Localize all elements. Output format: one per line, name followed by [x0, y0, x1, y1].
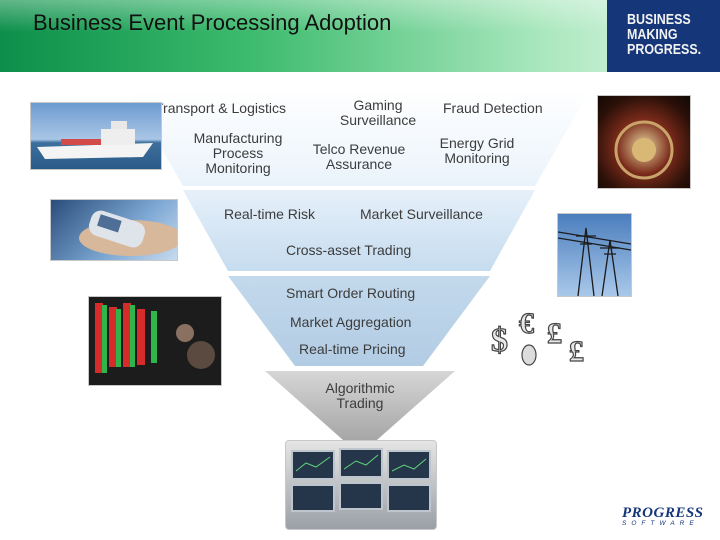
progress-logo-name: PROGRESS [622, 505, 704, 521]
label-smart-order: Smart Order Routing [286, 285, 416, 301]
funnel-tier-3 [228, 276, 490, 366]
label-risk: Real-time Risk [224, 206, 316, 222]
funnel-tier-4 [265, 371, 455, 455]
brand-line-3: PROGRESS. [627, 42, 702, 58]
svg-text:£: £ [569, 335, 584, 368]
power-lines-photo [557, 213, 632, 297]
label-manufacturing: Manufacturing Process Monitoring [193, 130, 283, 176]
label-market-surveillance: Market Surveillance [360, 206, 483, 222]
label-transport: Transport & Logistics [155, 100, 286, 116]
currency-symbols-graphic: $ € £ £ [489, 303, 599, 373]
progress-software-logo: PROGRESS SOFTWARE [622, 505, 704, 527]
brand-line-2: MAKING [627, 27, 678, 43]
trading-floor-photo [88, 296, 222, 386]
progress-logo-sub: SOFTWARE [622, 520, 699, 527]
header-shine [0, 0, 720, 32]
slide-header: Business Event Processing Adoption BUSIN… [0, 0, 720, 72]
svg-text:$: $ [491, 322, 508, 359]
label-telco: Telco Revenue Assurance [312, 141, 406, 172]
svg-text:€: € [519, 307, 534, 340]
funnel-tier-2 [183, 190, 535, 271]
business-making-progress-logo: BUSINESS MAKING PROGRESS. [607, 0, 720, 72]
roulette-wheel-photo [597, 95, 691, 189]
label-cross-asset: Cross-asset Trading [286, 242, 412, 258]
funnel-tier-1 [128, 90, 590, 186]
slide-title: Business Event Processing Adoption [33, 10, 392, 35]
svg-text:£: £ [547, 317, 562, 350]
label-algorithmic: Algorithmic Trading [325, 380, 395, 411]
brand-line-1: BUSINESS [627, 12, 691, 28]
label-pricing: Real-time Pricing [299, 341, 406, 357]
mobile-phone-photo [50, 199, 178, 261]
cargo-ship-photo [30, 102, 162, 170]
label-energy: Energy Grid Monitoring [439, 135, 515, 166]
trading-desk-monitors-photo [285, 440, 437, 530]
label-market-aggregation: Market Aggregation [290, 314, 412, 330]
label-gaming: Gaming Surveillance [339, 97, 417, 128]
label-fraud: Fraud Detection [443, 100, 543, 116]
